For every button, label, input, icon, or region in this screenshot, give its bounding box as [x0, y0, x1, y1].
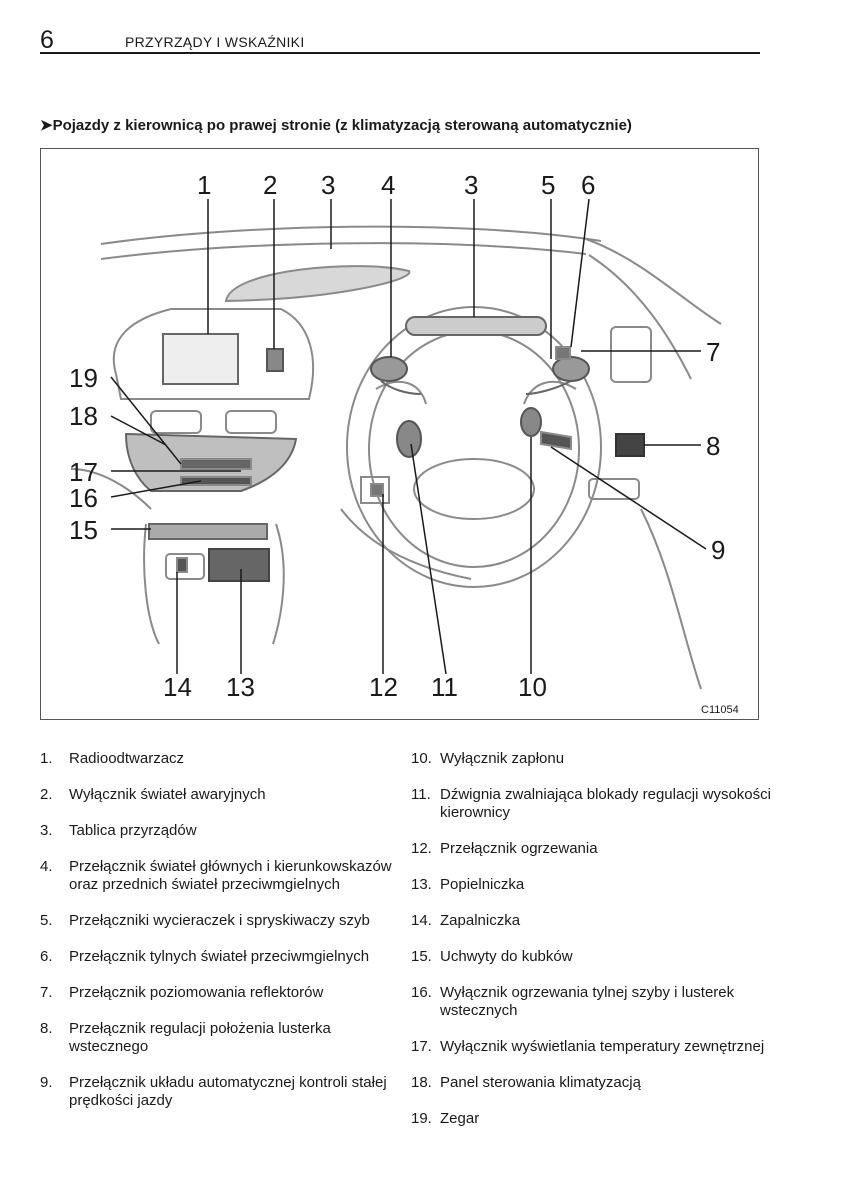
- legend-item: 15.Uchwyty do kubków: [411, 948, 771, 966]
- legend-item: 14.Zapalniczka: [411, 912, 771, 930]
- header-rule: [40, 52, 760, 54]
- legend-item: 4.Przełącznik świateł głównych i kierunk…: [40, 858, 400, 894]
- callout-3b: 3: [464, 170, 478, 200]
- callout-12: 12: [369, 672, 398, 702]
- legend-item: 1.Radioodtwarzacz: [40, 750, 400, 768]
- legend-left-column: 1.Radioodtwarzacz 2.Wyłącznik świateł aw…: [40, 750, 400, 1128]
- callout-3a: 3: [321, 170, 335, 200]
- legend-item: 2.Wyłącznik świateł awaryjnych: [40, 786, 400, 804]
- legend-item: 10.Wyłącznik zapłonu: [411, 750, 771, 768]
- legend-item: 12.Przełącznik ogrzewania: [411, 840, 771, 858]
- legend-item: 6.Przełącznik tylnych świateł przeciwmgi…: [40, 948, 400, 966]
- callout-14: 14: [163, 672, 192, 702]
- callout-15: 15: [69, 515, 98, 545]
- figure-code: C11054: [701, 704, 739, 716]
- callout-11: 11: [431, 672, 458, 702]
- legend-item: 3.Tablica przyrządów: [40, 822, 400, 840]
- legend-item: 13.Popielniczka: [411, 876, 771, 894]
- legend-right-column: 10.Wyłącznik zapłonu 11.Dźwignia zwalnia…: [411, 750, 771, 1146]
- callout-5: 5: [541, 170, 555, 200]
- legend-item: 18.Panel sterowania klimatyzacją: [411, 1074, 771, 1092]
- legend-item: 17.Wyłącznik wyświetlania temperatury ze…: [411, 1038, 771, 1056]
- dashboard-illustration: 1 2 3 4 3 5 6 7 19 18 8 17 16 9 15 14 13…: [40, 148, 759, 720]
- callout-16: 16: [69, 483, 98, 513]
- dashboard-drawing: 1 2 3 4 3 5 6 7 19 18 8 17 16 9 15 14 13…: [41, 149, 759, 720]
- legend-item: 11.Dźwignia zwalniająca blokady regulacj…: [411, 786, 771, 822]
- running-head: PRZYRZĄDY I WSKAŹNIKI: [125, 34, 305, 50]
- legend-item: 8.Przełącznik regulacji położenia luster…: [40, 1020, 400, 1056]
- legend-item: 5.Przełączniki wycieraczek i spryskiwacz…: [40, 912, 400, 930]
- legend-item: 9.Przełącznik układu automatycznej kontr…: [40, 1074, 400, 1110]
- callout-19: 19: [69, 363, 98, 393]
- callout-2: 2: [263, 170, 277, 200]
- callout-10: 10: [518, 672, 547, 702]
- section-heading: ➤Pojazdy z kierownicą po prawej stronie …: [40, 116, 632, 134]
- callout-18: 18: [69, 401, 98, 431]
- callout-9: 9: [711, 535, 725, 565]
- callout-7: 7: [706, 337, 720, 367]
- callout-13: 13: [226, 672, 255, 702]
- callout-6: 6: [581, 170, 595, 200]
- callout-8: 8: [706, 431, 720, 461]
- callout-1: 1: [197, 170, 211, 200]
- legend-item: 7.Przełącznik poziomowania reflektorów: [40, 984, 400, 1002]
- callout-4: 4: [381, 170, 395, 200]
- legend-item: 19.Zegar: [411, 1110, 771, 1128]
- legend-item: 16.Wyłącznik ogrzewania tylnej szyby i l…: [411, 984, 771, 1020]
- page-number: 6: [40, 26, 54, 55]
